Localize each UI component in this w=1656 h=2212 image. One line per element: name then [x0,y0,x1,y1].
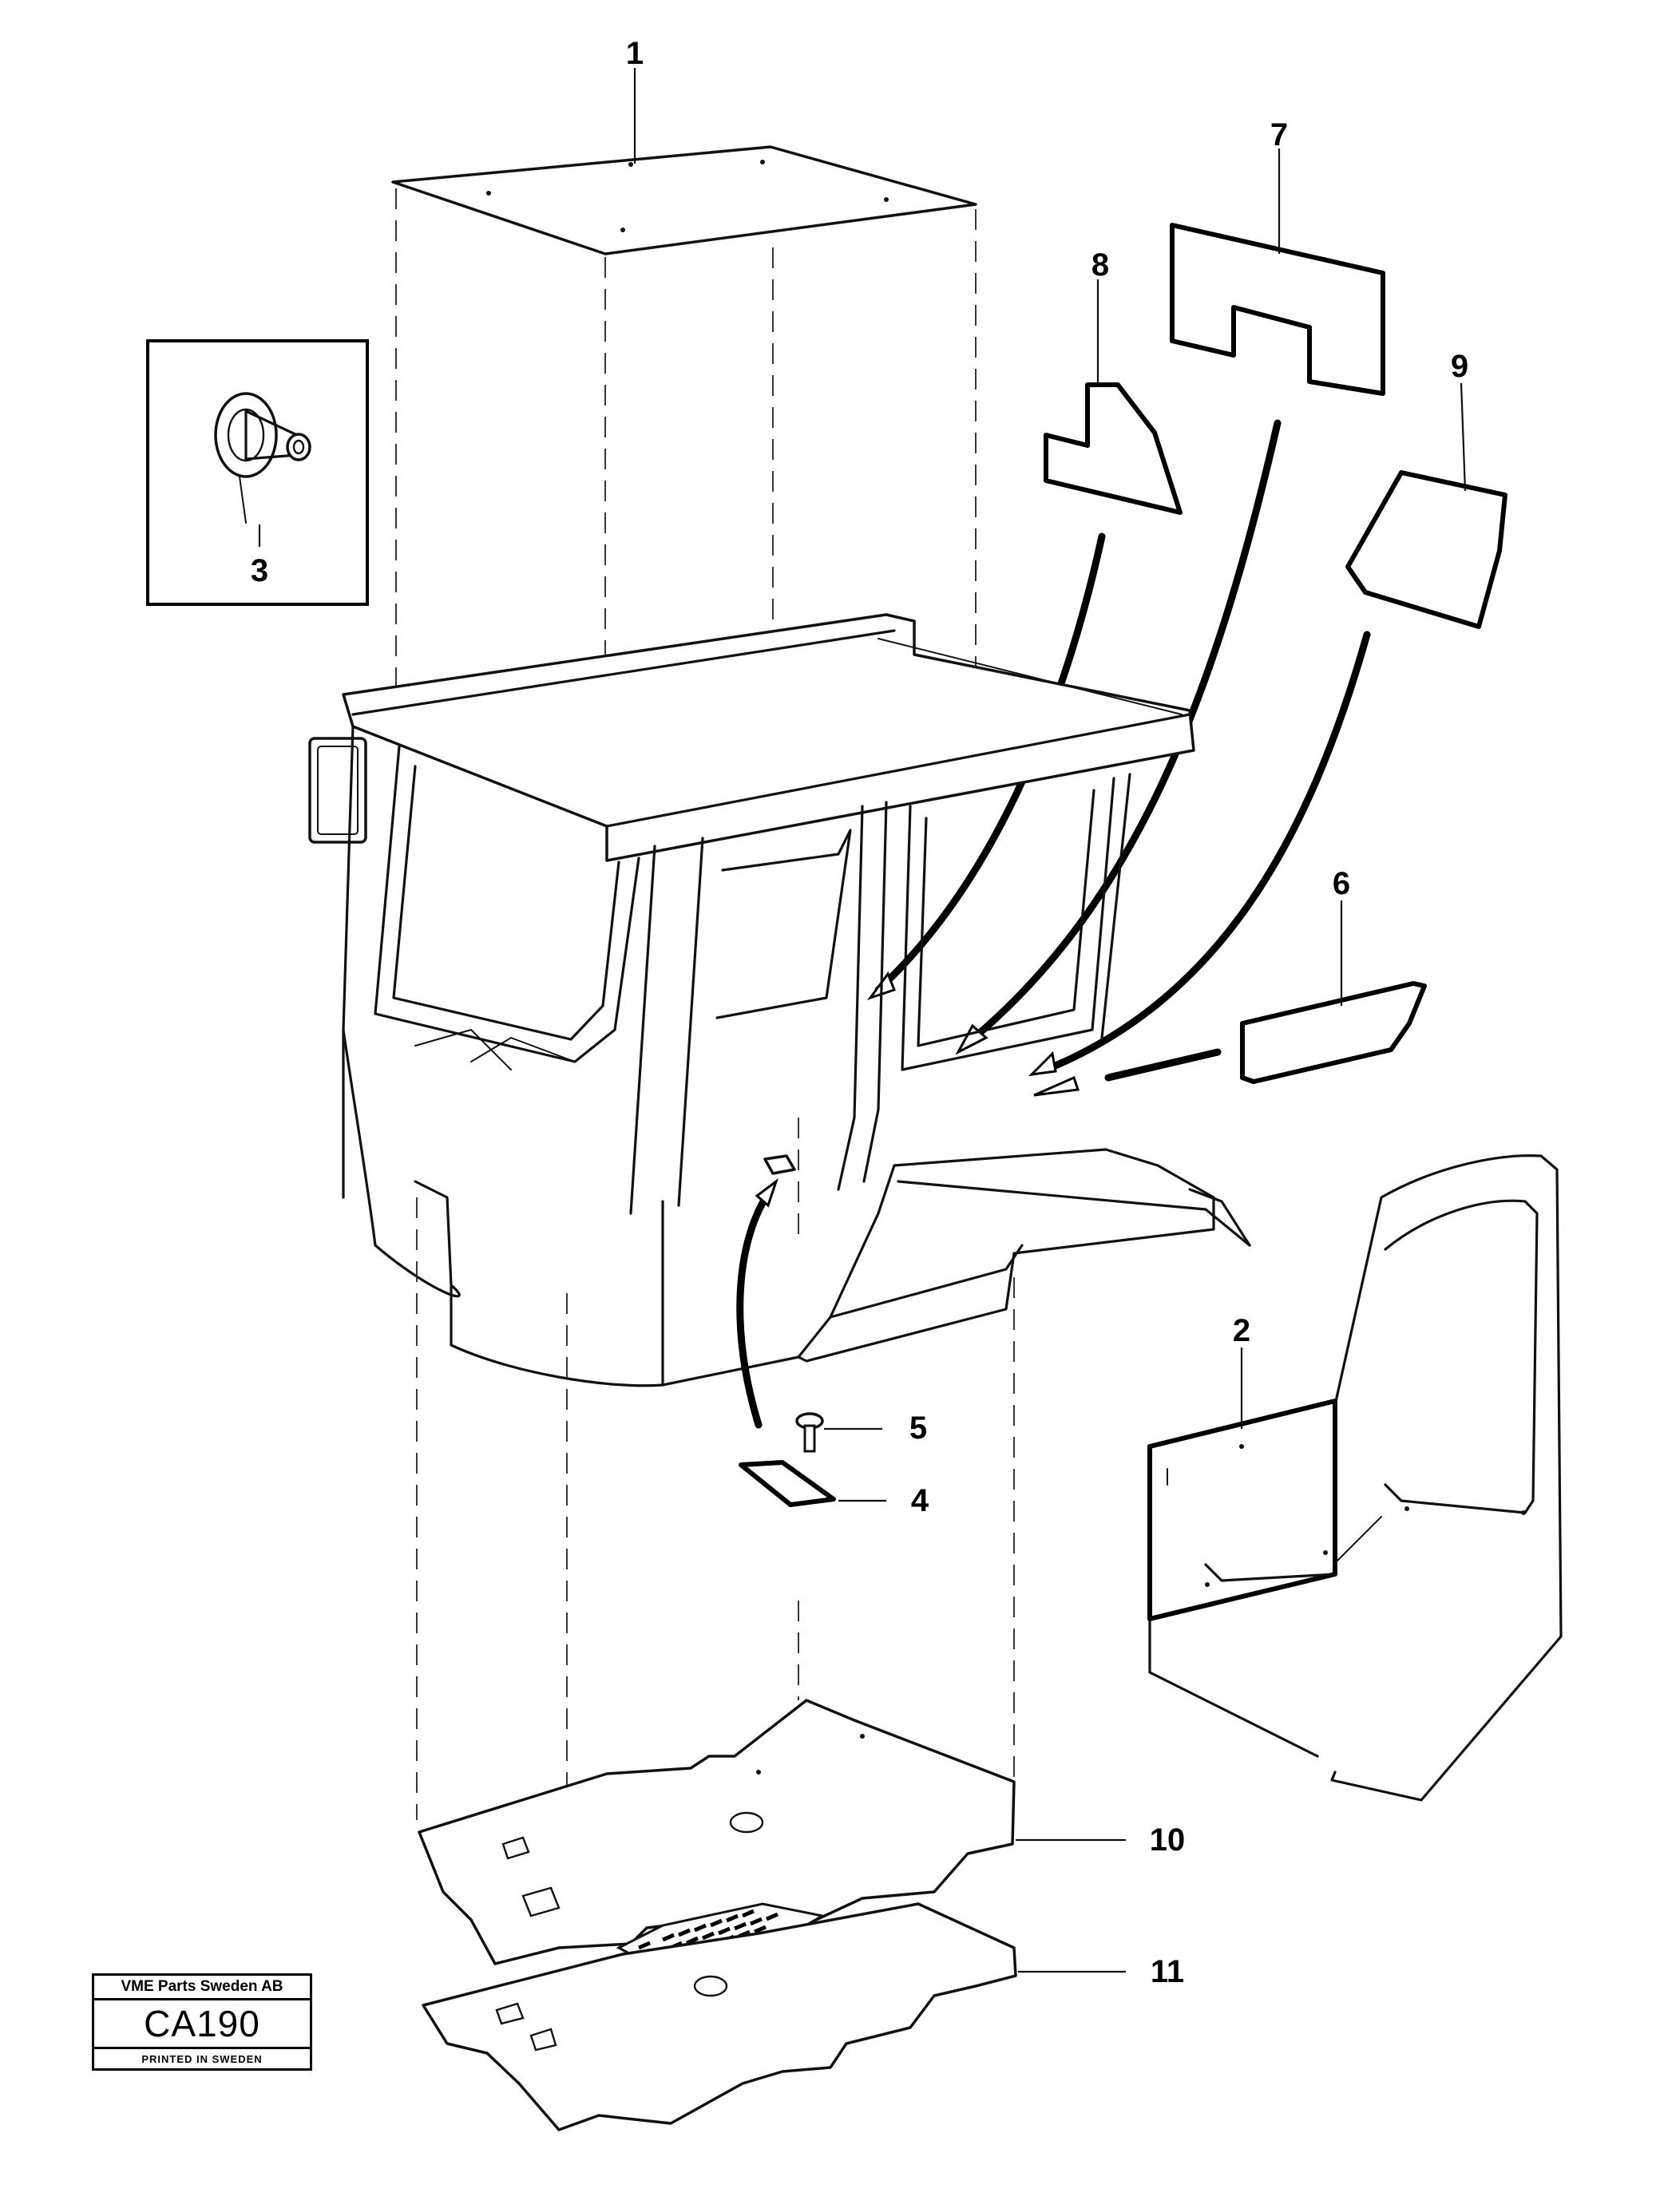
detail-box-part-3 [146,339,369,606]
callout-leaders [258,68,1467,1429]
callout-8: 8 [1091,247,1109,283]
callout-4: 4 [911,1483,929,1518]
panel-part-9 [1345,470,1507,629]
screw-part-5 [795,1412,882,1453]
cab-door [1148,1154,1563,1802]
stamp-company: VME Parts Sweden AB [94,1976,310,2000]
callout-11: 11 [1151,1954,1184,1989]
insertion-arrows [736,419,1371,1429]
callout-7: 7 [1270,117,1288,152]
title-stamp: VME Parts Sweden AB CA190 PRINTED IN SWE… [92,1973,312,2071]
floor-mat-part-10 [418,1699,1126,1967]
panel-part-6 [1240,981,1427,1084]
callout-5: 5 [909,1411,927,1446]
callout-3: 3 [251,553,268,588]
callout-10: 10 [1150,1822,1186,1858]
plate-part-4 [739,1460,886,1700]
callout-2: 2 [1233,1313,1250,1348]
cab-body [308,613,1251,1932]
panel-part-7 [1170,223,1385,396]
roof-panel-part-1 [391,145,977,255]
floor-mat-part-11 [422,1902,1126,2131]
callout-9: 9 [1451,349,1468,384]
callout-6: 6 [1333,866,1350,901]
door-panel-part-2 [1147,1399,1337,1621]
callout-1: 1 [626,36,644,71]
stamp-printed: PRINTED IN SWEDEN [141,2053,263,2065]
stamp-code: CA190 [94,2000,310,2049]
panel-part-8 [1044,382,1183,515]
